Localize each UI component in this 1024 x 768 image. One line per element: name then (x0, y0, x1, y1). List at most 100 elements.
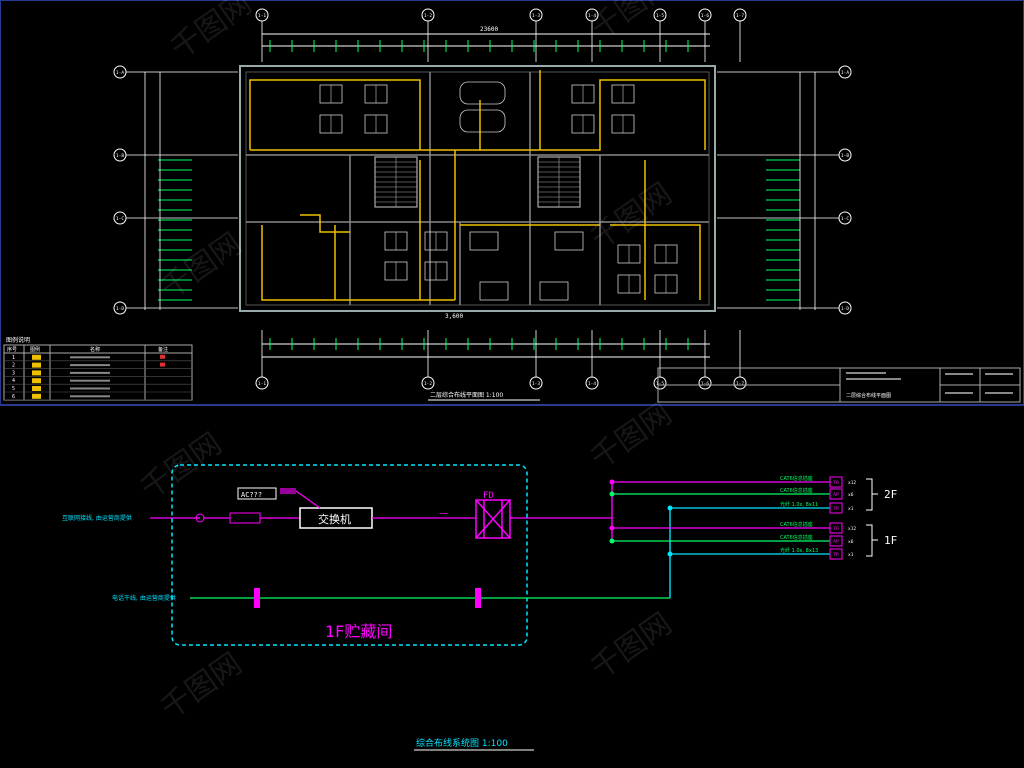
storage-room-label: 1F贮藏间 (325, 622, 392, 641)
axis-label: 1-A (841, 70, 849, 76)
axis-label: 1-2 (424, 13, 432, 19)
legend-symbol (32, 393, 41, 399)
desk-clusters (319, 81, 678, 301)
legend-name-placeholder (70, 356, 110, 359)
outlet-symbol: TP (833, 552, 839, 558)
axis-label: 1-7 (736, 381, 744, 387)
toilet-block (554, 231, 584, 251)
legend-name-placeholder (70, 387, 110, 390)
title-block: 二层综合布线平面图 (657, 367, 1021, 403)
outlet-icon (829, 548, 843, 560)
brace-2f (866, 478, 878, 511)
system-title: 综合布线系统图 1:100 (416, 737, 508, 749)
legend-note-mark (160, 362, 165, 367)
watermark-text: 千图网 (585, 396, 679, 476)
building-outline (239, 65, 716, 312)
junction-dot (609, 479, 615, 485)
patch-panel (229, 512, 261, 524)
meeting-table (459, 109, 506, 133)
legend-col-symbol: 图例 (30, 346, 40, 353)
axis-label: 1-1 (258, 381, 266, 387)
legend-row-number: 6 (12, 394, 15, 400)
internet-input-label: 互联网接线, 由运营商提供 (62, 514, 132, 522)
legend-note-mark (160, 354, 165, 359)
outlet-label: 光纤 1.0x, 8x13 (780, 547, 818, 554)
legend-col-name: 名称 (90, 346, 100, 353)
ac-link (295, 490, 321, 509)
legend-col-note: 备注 (158, 346, 168, 353)
axis-label: 1-4 (588, 381, 596, 387)
phone-input-label: 电话干线, 由运营商提供 (112, 594, 176, 602)
outlet-count: x12 (848, 480, 856, 486)
switch-label: 交换机 (318, 512, 351, 526)
cable-routes (249, 70, 706, 301)
axis-label: 1-B (116, 153, 124, 159)
outlet-icon (829, 476, 843, 488)
junction-dot (609, 491, 615, 497)
outlet-icon (829, 535, 843, 547)
outlet-count: x6 (848, 492, 854, 498)
watermark-text: 千图网 (155, 646, 249, 726)
ac-label: AC??? (241, 491, 262, 499)
phone-mdf (254, 588, 260, 608)
outlet-label: 光纤 1.0x, 8x11 (780, 501, 818, 508)
axis-label: 1-D (116, 306, 124, 312)
axis-label: 1-4 (588, 13, 596, 19)
legend-symbol (32, 370, 41, 376)
outlet-count: x12 (848, 526, 856, 532)
axis-label: 1-5 (656, 13, 664, 19)
inner-wall (245, 71, 710, 306)
axis-label: 1-A (116, 70, 124, 76)
axis-label: 1-3 (532, 13, 540, 19)
plan-title: 二层综合布线平面图 1:100 (430, 391, 503, 399)
outlet-label: CAT6信息插座 (780, 475, 813, 482)
outlet-label: CAT6信息插座 (780, 534, 813, 541)
storage-room-box (171, 464, 528, 646)
brace-1f (866, 524, 878, 557)
legend-symbol (32, 362, 41, 368)
outlet-label: CAT6信息插座 (780, 487, 813, 494)
ac-tag (280, 488, 296, 494)
left-dimension-ticks (144, 72, 192, 310)
toilet-block (479, 281, 509, 301)
fd-frame-icon (475, 499, 511, 539)
phone-idf (475, 588, 481, 608)
uplink-tag: ━━━ (439, 511, 448, 516)
legend-name-placeholder (70, 395, 110, 398)
legend-row-number: 2 (12, 363, 15, 369)
outlet-count: x1 (848, 506, 854, 512)
junction-dot (667, 505, 673, 511)
legend-col-no: 序号 (7, 346, 17, 353)
legend-symbol (32, 386, 41, 391)
floor-1f-label: 1F (884, 534, 897, 547)
outlet-count: x1 (848, 552, 854, 558)
toilet-block (539, 281, 569, 301)
title-block-drawing-name: 二层综合布线平面图 (846, 392, 891, 399)
legend-row-number: 5 (12, 386, 15, 392)
ac-box (237, 487, 277, 500)
axis-label: 1-1 (258, 13, 266, 19)
axis-label: 1-3 (532, 381, 540, 387)
system-diagram: 1F贮藏间 互联网接线, 由运营商提供 交换机 ━━━ AC??? FD 电话干… (62, 464, 897, 751)
axis-label: 1-D (841, 306, 849, 312)
side-grid-axes: 1-A1-B1-C1-D1-A1-B1-C1-D (113, 65, 852, 315)
axis-label: 1-C (116, 216, 124, 222)
axis-label: 1-6 (701, 381, 709, 387)
legend-row-number: 4 (12, 378, 15, 384)
legend-name-placeholder (70, 371, 110, 374)
legend-header: 图例说明 (6, 336, 30, 344)
top-dimension-ticks (269, 40, 689, 52)
watermark-text: 千图网 (135, 426, 229, 506)
bottom-dimension-ticks (269, 338, 689, 350)
meeting-table (459, 81, 506, 105)
axis-label: 1-2 (424, 381, 432, 387)
